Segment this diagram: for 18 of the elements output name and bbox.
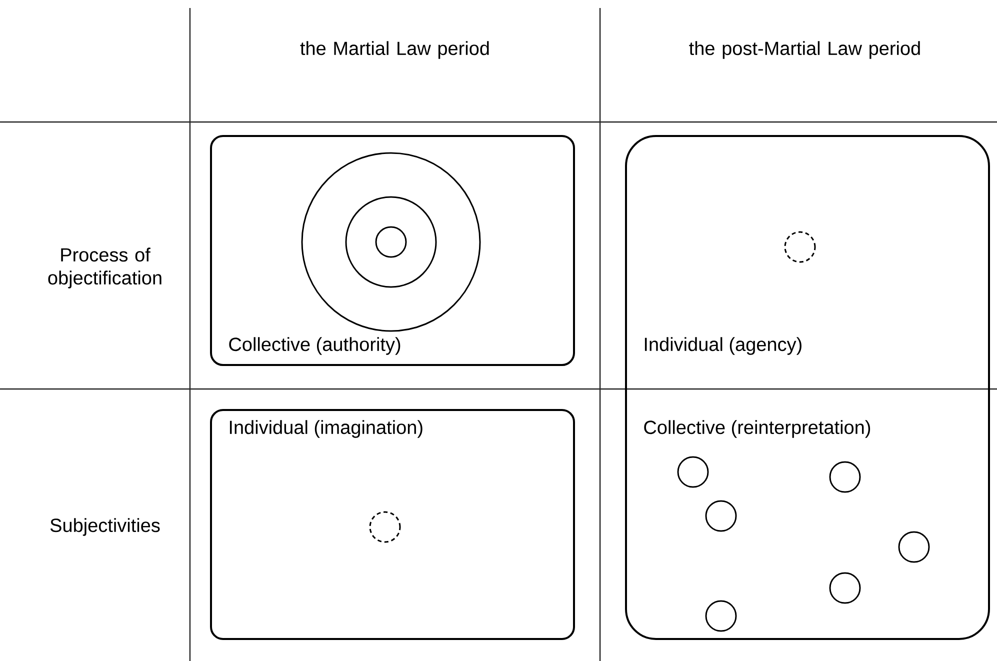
circle <box>677 456 709 488</box>
circle <box>829 572 861 604</box>
circle <box>898 531 930 563</box>
circle <box>375 226 407 258</box>
circle <box>301 152 481 332</box>
dashed-circle <box>369 511 401 543</box>
rounded-box: Individual (agency) Collective (reinterpretation) <box>625 135 990 640</box>
column-header: the post-Martial Law period <box>689 41 920 59</box>
circle <box>829 461 861 493</box>
row-header: Subjectivities <box>50 518 160 536</box>
column-header: the Martial Law period <box>300 41 489 59</box>
rounded-box: Individual (imagination) <box>210 409 575 640</box>
circle <box>345 196 437 288</box>
circle <box>705 600 737 632</box>
circle <box>705 500 737 532</box>
row-header: Process of objectification <box>48 248 162 288</box>
rounded-box: Collective (authority) <box>210 135 575 366</box>
dashed-circle <box>784 231 816 263</box>
